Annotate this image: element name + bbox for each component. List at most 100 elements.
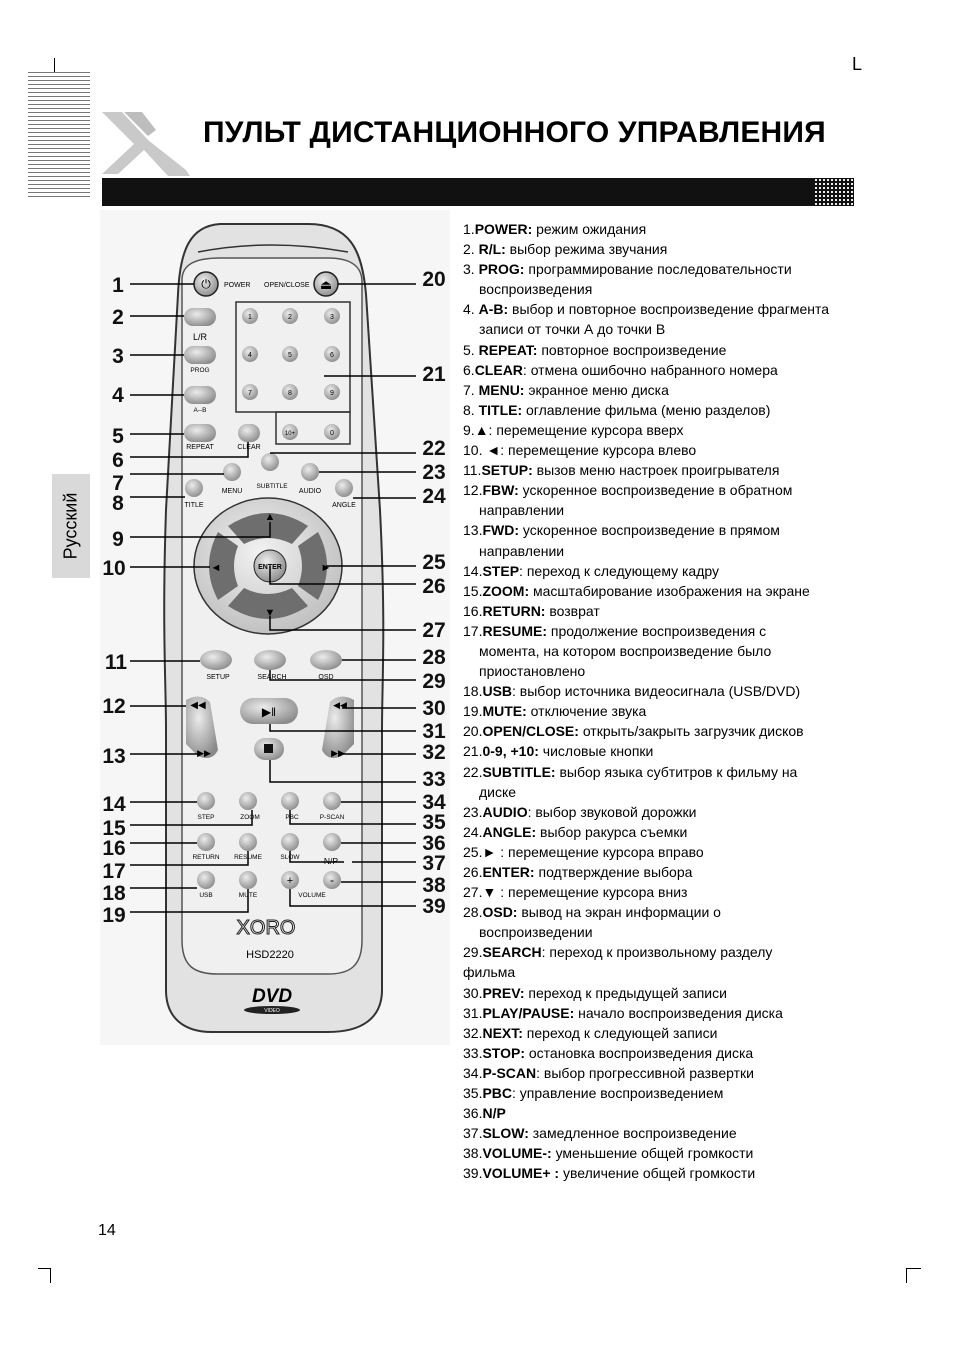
legend-item-text: направлении: [479, 502, 565, 519]
legend-item-text: переход к предыдущей записи: [524, 984, 727, 1001]
legend-item-key: ◄: [486, 442, 501, 459]
legend-item: 6.CLEAR: отмена ошибочно набранного номе…: [463, 360, 863, 380]
callout-36: 36: [422, 832, 445, 855]
legend-item: 13.FWD: ускоренное воспроизведение в пря…: [463, 520, 863, 540]
legend-item-key: CLEAR: [474, 361, 523, 378]
legend-item-number: 34.: [463, 1064, 483, 1081]
legend-item: 16.RETURN: возврат: [463, 601, 863, 621]
key-5-label: 5: [288, 352, 292, 359]
title-bar: [102, 178, 854, 206]
legend-item-key: STOP:: [482, 1044, 525, 1061]
brand-logo: XORO: [237, 917, 296, 939]
callout-26: 26: [422, 575, 445, 598]
legend-item: 11.SETUP: вызов меню настроек проигрыват…: [463, 460, 863, 480]
callout-5: 5: [112, 425, 124, 448]
play-pause-button: [240, 698, 298, 724]
legend-item-text: : перемещение курсора вправо: [496, 843, 704, 860]
legend-item: 34.P-SCAN: выбор прогрессивной развертки: [463, 1063, 863, 1083]
callout-23: 23: [422, 461, 445, 484]
callout-3: 3: [112, 345, 124, 368]
legend-item-text: вывод на экран информации о: [517, 904, 721, 921]
callout-14: 14: [102, 793, 126, 816]
legend-item-text: фильма: [463, 964, 516, 981]
legend-item-text: выбор и повторное воспроизведение фрагме…: [508, 301, 830, 318]
eject-glyph: ⏏: [320, 277, 332, 292]
callout-17: 17: [102, 860, 125, 883]
callout-31: 31: [422, 720, 446, 743]
legend-item-key: A-B:: [478, 301, 509, 318]
legend-item-key: ANGLE:: [482, 823, 537, 840]
legend-item-number: 37.: [463, 1125, 483, 1142]
angle-button: [335, 479, 353, 497]
legend-item: 9.▲: перемещение курсора вверх: [463, 420, 863, 440]
callout-21: 21: [422, 363, 446, 386]
repeat-button: [184, 424, 216, 442]
legend-item-text: воспроизведении: [479, 924, 593, 941]
legend-item-text: : отмена ошибочно набранного номера: [522, 361, 778, 378]
legend-item: 26.ENTER: подтверждение выбора: [463, 862, 863, 882]
callout-9: 9: [112, 528, 124, 551]
legend-item-key: STEP: [482, 562, 520, 579]
legend-item-text: замедленное воспроизведение: [528, 1125, 737, 1142]
legend-item-text: : управление воспроизведением: [512, 1085, 724, 1102]
key-2-label: 2: [288, 314, 292, 321]
legend-item: 17.RESUME: продолжение воспроизведения с: [463, 621, 863, 641]
play-pause-icon: ▶‖: [262, 705, 276, 719]
legend-item-key: PREV:: [482, 984, 525, 1001]
legend-item: фильма: [463, 962, 863, 982]
legend-item-key: POWER:: [474, 221, 533, 237]
mute-button: [239, 871, 257, 889]
legend-item-key: RETURN:: [482, 602, 546, 619]
callout-line-19: [130, 889, 249, 913]
legend-item-number: 14.: [463, 562, 483, 579]
legend-item: воспроизведения: [463, 279, 863, 299]
legend-item-text: подтверждение выбора: [534, 864, 693, 880]
legend-item-key: NEXT:: [482, 1024, 523, 1041]
legend-item-text: : выбор звуковой дорожки: [527, 803, 697, 820]
volume-plus-glyph: +: [287, 875, 293, 887]
legend-item: 39.VOLUME+ : увеличение общей громкости: [463, 1163, 863, 1183]
legend-item-key: SEARCH: [482, 944, 542, 961]
callout-8: 8: [112, 492, 124, 515]
callout-line-9: [130, 522, 271, 538]
page-title: ПУЛЬТ ДИСТАНЦИОННОГО УПРАВЛЕНИЯ: [203, 116, 826, 149]
legend-item-text: ускоренное воспроизведение в прямом: [519, 522, 780, 539]
legend-item-key: PBC: [482, 1085, 513, 1102]
callout-20: 20: [422, 268, 445, 291]
legend-item: 38.VOLUME-: уменьшение общей громкости: [463, 1143, 863, 1163]
title-bar-dots: [814, 178, 854, 206]
key-8: [282, 384, 298, 400]
callout-18: 18: [102, 882, 126, 905]
callout-13: 13: [102, 745, 125, 768]
zoom-label: ZOOM: [240, 814, 260, 821]
legend-item-number: 2.: [463, 241, 479, 258]
legend-item: воспроизведении: [463, 922, 863, 942]
remote-illustration: ⏻ POWER OPEN/CLOSE ⏏ L/R PROG A--B REPEA…: [100, 210, 450, 1045]
legend-item-text: : выбор источника видеосигнала (USB/DVD): [512, 683, 801, 700]
legend-item-key: P-SCAN: [482, 1064, 537, 1081]
callout-30: 30: [422, 697, 445, 720]
stop-icon: [264, 744, 273, 753]
title-label: TITLE: [184, 502, 203, 509]
side-tab-label: Русский: [60, 492, 81, 560]
legend-item-text: оглавление фильма (меню разделов): [522, 401, 771, 418]
legend-item: 22.SUBTITLE: выбор языка субтитров к фил…: [463, 762, 863, 782]
legend-item-text: начало воспроизведения диска: [574, 1004, 783, 1021]
legend-item: 2. R/L: выбор режима звучания: [463, 239, 863, 259]
page-number: 14: [98, 1222, 116, 1239]
legend-item-number: 33.: [463, 1044, 483, 1061]
legend-item-number: 5.: [463, 341, 479, 358]
legend-item-text: продолжение воспроизведения с: [547, 622, 767, 639]
setup-label: SETUP: [206, 674, 230, 681]
language-side-tab: Русский: [52, 474, 90, 578]
clear-label: CLEAR: [237, 444, 260, 451]
dvd-logo: DVD: [252, 986, 292, 1007]
key-3: [324, 308, 340, 324]
key-6-label: 6: [330, 352, 334, 359]
legend-item-text: переход к следующей записи: [522, 1024, 718, 1041]
nav-down-pad: [228, 588, 308, 619]
np-label: N/P: [324, 856, 339, 866]
ab-label: A--B: [194, 407, 207, 414]
keypad: 1 2 3 4 5 6 7 8 9 10+ 0: [242, 308, 340, 440]
legend-item-text: диске: [479, 783, 517, 800]
